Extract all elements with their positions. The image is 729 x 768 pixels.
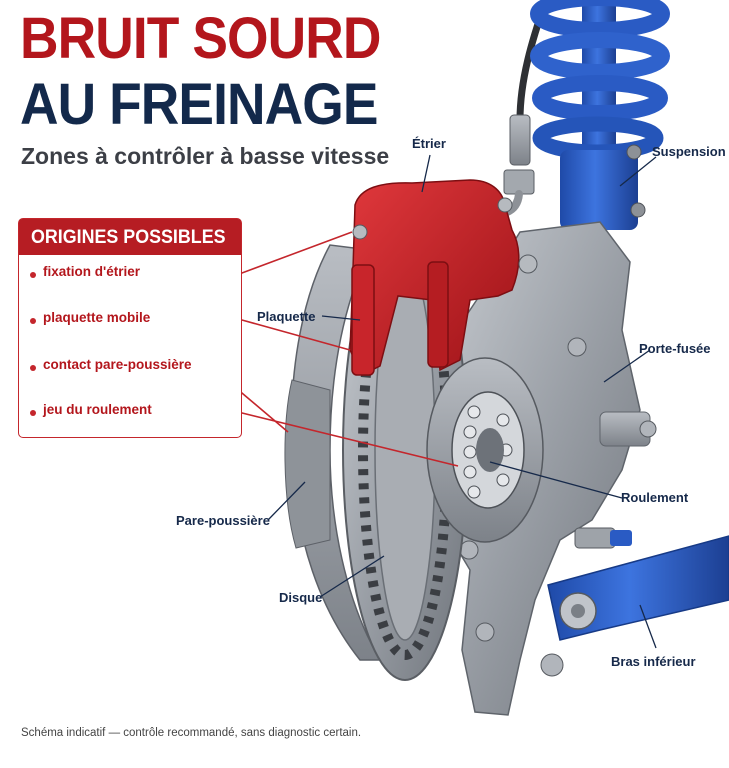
label-bras-inferieur: Bras inférieur <box>611 654 696 669</box>
caliper-bolt <box>518 254 538 274</box>
origins-box: ORIGINES POSSIBLES fixation d'étrier pla… <box>18 218 242 438</box>
bullet-dot <box>30 272 36 278</box>
bearing-ball <box>463 445 477 459</box>
origin-item-plaquette-mobile: plaquette mobile <box>43 310 151 325</box>
origin-item-fixation-etrier: fixation d'étrier <box>43 264 140 279</box>
label-roulement: Roulement <box>621 490 689 505</box>
hub-center <box>476 428 504 472</box>
subtitle: Zones à contrôler à basse vitesse <box>21 143 390 169</box>
title-line-2: AU FREINAGE <box>20 72 378 137</box>
hose-fitting <box>509 114 531 166</box>
label-porte-fusee: Porte-fusée <box>639 341 711 356</box>
lower-arm-bushing-center <box>571 604 585 618</box>
strut-body <box>560 150 638 230</box>
caliper-bolt <box>352 224 368 240</box>
label-disque: Disque <box>279 590 323 605</box>
bearing-ball <box>496 413 510 427</box>
bearing-ball <box>467 405 481 419</box>
knuckle-bolt <box>639 420 657 438</box>
tie-rod-end <box>610 530 632 546</box>
label-suspension: Suspension <box>652 144 726 159</box>
bearing-ball <box>463 425 477 439</box>
knuckle-bolt <box>540 653 564 677</box>
leader-roulement <box>489 461 623 499</box>
leader-pare-poussiere <box>267 481 306 521</box>
origin-item-contact-pare-poussiere: contact pare-poussière <box>43 357 192 372</box>
spring-coil <box>530 32 670 80</box>
spring-coil <box>530 0 670 38</box>
leader-disque <box>319 555 385 598</box>
footer-note: Schéma indicatif — contrôle recommandé, … <box>21 727 362 739</box>
label-plaquette: Plaquette <box>257 309 316 324</box>
knuckle-bolt <box>475 622 495 642</box>
bullet-dot <box>30 410 36 416</box>
title-line-1: BRUIT SOURD <box>20 6 381 71</box>
origins-box-title: ORIGINES POSSIBLES <box>31 227 226 248</box>
bearing-ball <box>467 485 481 499</box>
label-pare-poussiere: Pare-poussière <box>176 513 270 528</box>
caliper-bolt <box>497 197 513 213</box>
caliper-pad-outer <box>351 264 375 376</box>
origins-box-header: ORIGINES POSSIBLES <box>19 219 241 255</box>
bullet-dot <box>30 365 36 371</box>
bearing-ball <box>463 465 477 479</box>
bullet-dot <box>30 318 36 324</box>
strut-bolt <box>626 144 642 160</box>
origin-item-jeu-roulement: jeu du roulement <box>43 402 152 417</box>
knuckle-bolt <box>567 337 587 357</box>
spring-coil <box>532 75 668 121</box>
dust-shield-plate <box>284 379 331 549</box>
leader-plaquette <box>321 315 361 321</box>
label-etrier: Étrier <box>412 136 446 151</box>
leader-bras-inferieur <box>639 604 657 649</box>
leader-porte-fusee <box>603 349 651 383</box>
knuckle-stud <box>574 527 616 549</box>
caliper-pad-inner <box>427 261 449 368</box>
leader-etrier <box>421 154 431 193</box>
bearing-ball <box>496 473 510 487</box>
strut-bolt <box>630 202 646 218</box>
leader-suspension <box>619 156 657 187</box>
